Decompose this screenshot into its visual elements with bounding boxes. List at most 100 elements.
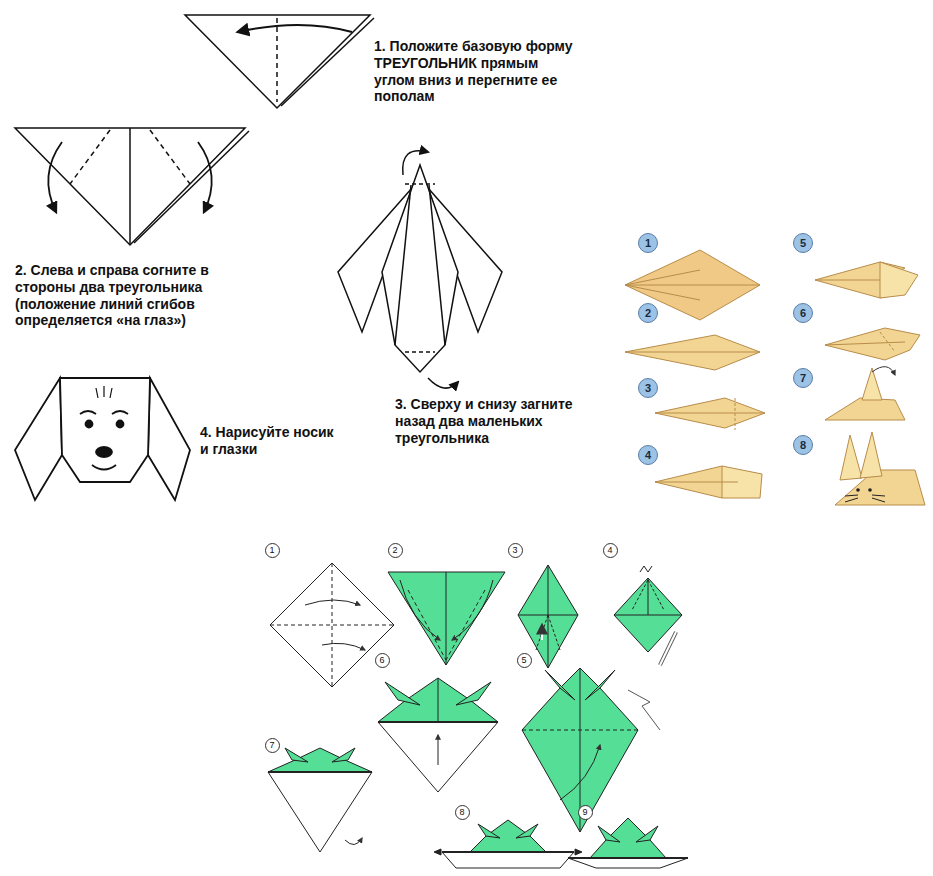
- callout-number: 3: [638, 378, 658, 398]
- helmet-step-5-part: [545, 670, 575, 700]
- helmet-step-3-part: [541, 625, 543, 640]
- helmet-step-8-part: [478, 824, 500, 838]
- rabbit-steps-part: [625, 285, 700, 300]
- dog-face-part: [15, 378, 62, 500]
- dog-face-part: [60, 378, 150, 482]
- helmet-step-5-part: [628, 690, 660, 730]
- helmet-step-8-part: [470, 820, 546, 852]
- helmet-step-1: [270, 563, 394, 687]
- dog-step-2-part: [150, 130, 190, 184]
- dog-step-1-part: [276, 18, 278, 102]
- callout-number: 4: [603, 543, 618, 558]
- rabbit-steps-part: [815, 280, 880, 281]
- rabbit-steps-part: [655, 398, 765, 428]
- helmet-step-7-part: [345, 838, 362, 845]
- dog-step-2-part: [48, 142, 62, 212]
- helmet-step-4-part: [648, 578, 649, 615]
- helmet-step-9: [568, 818, 688, 868]
- helmet-step-8-part: [442, 851, 574, 853]
- helmet-step-5-part: [585, 670, 615, 700]
- helmet-step-2-part: [408, 590, 446, 660]
- helmet-step-6-part: [456, 682, 491, 705]
- helmet-step-1-part: [332, 563, 333, 687]
- dog-step-1-part: [238, 25, 352, 32]
- helmet-step-9-part: [598, 826, 620, 842]
- step-text: 1. Положите базовую форму ТРЕУГОЛЬНИК пр…: [374, 38, 579, 105]
- dog-step-1-part: [185, 15, 370, 108]
- dog-step-2: [15, 128, 249, 245]
- rabbit-steps-part: [856, 488, 860, 492]
- dog-step-2-part: [198, 142, 212, 212]
- callout-number: 2: [388, 543, 403, 558]
- dog-face-part: [148, 378, 190, 500]
- dog-face-part: [92, 465, 116, 470]
- helmet-step-7: [268, 748, 372, 852]
- helmet-step-4-part: [660, 632, 676, 665]
- dog-step-1: [185, 15, 374, 108]
- helmet-step-9-part: [568, 857, 688, 859]
- helmet-step-6-part: [385, 682, 420, 705]
- helmet-step-1-part: [270, 625, 394, 626]
- helmet-step-7-part: [285, 748, 308, 762]
- callout-number: 9: [578, 805, 593, 820]
- dog-face: [15, 378, 190, 500]
- dog-step-3-part: [428, 378, 458, 388]
- dog-step-3-part: [405, 183, 435, 185]
- dog-step-1-part: [281, 18, 374, 106]
- rabbit-steps-part: [625, 352, 760, 353]
- rabbit-steps-part: [880, 262, 918, 298]
- dog-step-2-part: [70, 130, 110, 184]
- helmet-step-8-part: [442, 852, 574, 868]
- callout-number: 7: [265, 738, 280, 753]
- rabbit-steps-part: [862, 368, 882, 400]
- dog-face-part: [117, 421, 124, 428]
- helmet-step-4-part: [660, 632, 676, 665]
- helmet-step-1-part: [305, 600, 360, 605]
- rabbit-steps-part: [825, 342, 905, 345]
- callout-number: 4: [638, 445, 658, 465]
- helmet-step-1-part: [322, 643, 365, 650]
- rabbit-steps-part: [880, 332, 895, 352]
- helmet-step-9-part: [590, 818, 666, 858]
- step-text: 4. Нарисуйте носик и глазки: [200, 424, 340, 458]
- helmet-step-3-part: [536, 615, 560, 650]
- helmet-step-5: [522, 668, 660, 832]
- rabbit-steps-part: [845, 495, 885, 502]
- step-text: 3. Сверху и снизу загните назад два мале…: [395, 396, 580, 446]
- rabbit-steps-part: [655, 413, 765, 414]
- callout-number: 8: [793, 435, 813, 455]
- callout-number: 6: [793, 303, 813, 323]
- helmet-step-4-part: [632, 580, 664, 610]
- helmet-step-5-part: [522, 668, 638, 832]
- dog-step-3-part: [405, 351, 435, 353]
- dog-face-part: [80, 411, 96, 414]
- callout-number: 7: [793, 368, 813, 388]
- rabbit-steps-part: [840, 435, 862, 480]
- helmet-step-8-part: [434, 849, 441, 855]
- callout-number: 1: [265, 543, 280, 558]
- helmet-step-7-part: [332, 748, 355, 762]
- rabbit-steps-part: [860, 432, 882, 478]
- rabbit-steps-part: [825, 328, 920, 360]
- callout-number: 3: [508, 543, 523, 558]
- helmet-step-4: [614, 566, 682, 665]
- rabbit-steps-part: [825, 398, 905, 420]
- helmet-step-8-part: [516, 824, 538, 838]
- helmet-step-9-part: [568, 858, 688, 868]
- helmet-step-6-part: [438, 735, 439, 765]
- helmet-step-6-part: [378, 722, 498, 792]
- dog-step-2-part: [129, 128, 131, 245]
- rabbit-steps-part: [655, 482, 738, 483]
- rabbit-steps-part: [625, 270, 700, 285]
- dog-step-3: [338, 151, 502, 388]
- step-text: 2. Слева и справа согните в стороны два …: [15, 262, 260, 329]
- dog-step-3-part: [395, 185, 411, 345]
- helmet-step-6-part: [438, 678, 439, 722]
- helmet-step-9-part: [636, 826, 658, 842]
- helmet-step-1-part: [270, 563, 394, 687]
- helmet-step-7-part: [268, 772, 372, 852]
- helmet-step-6-part: [378, 678, 498, 722]
- dog-face-part: [96, 386, 112, 398]
- callout-number: 8: [455, 805, 470, 820]
- callout-number: 5: [517, 653, 532, 668]
